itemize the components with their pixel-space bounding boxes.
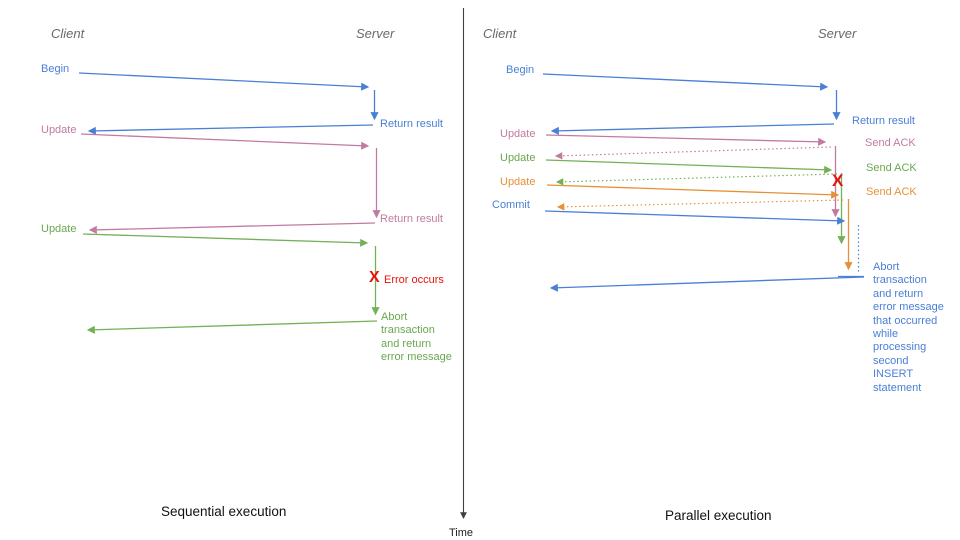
par-begin-label: Begin (506, 64, 535, 76)
seq-abort-return-arrow (86, 320, 378, 334)
seq-return-result-1-label: Return result (380, 118, 443, 130)
seq-error-occurs-label: Error occurs (384, 274, 444, 286)
par-update-1-label: Update (500, 128, 536, 140)
par-update-1-request-arrow (545, 134, 827, 146)
seq-return-result-2-label: Return result (380, 213, 443, 225)
par-return-result-label: Return result (852, 115, 915, 127)
par-client-header: Client (483, 26, 517, 41)
par-update-2-request-arrow (545, 159, 833, 174)
par-send-ack-2-label: Send ACK (866, 162, 917, 174)
seq-return-result-2-arrow (88, 222, 376, 234)
seq-begin-request-arrow (78, 72, 370, 91)
par-update-2-label: Update (500, 152, 536, 164)
par-begin-request-arrow (542, 73, 829, 91)
par-error-x-icon: X (832, 171, 844, 190)
par-send-ack-3-arrow (556, 199, 844, 211)
par-abort-return-arrow (549, 276, 865, 292)
seq-begin-label: Begin (41, 63, 70, 75)
par-commit-label: Commit (492, 199, 530, 211)
par-return-result-arrow (550, 123, 835, 135)
par-update-3-request-arrow (546, 184, 840, 199)
seq-update-2-request-arrow (82, 233, 369, 247)
seq-update-1-label: Update (41, 124, 77, 136)
par-send-ack-3-label: Send ACK (866, 186, 917, 198)
par-send-ack-2-arrow (555, 173, 838, 186)
sequential-execution-title: Sequential execution (161, 504, 287, 519)
par-server-header: Server (818, 26, 857, 41)
seq-abort-note: Abort transaction and return error messa… (381, 311, 452, 364)
seq-update-1-request-arrow (80, 133, 370, 150)
parallel-execution-title: Parallel execution (665, 508, 772, 523)
par-send-ack-1-label: Send ACK (865, 137, 916, 149)
time-axis-label: Time (449, 527, 474, 539)
seq-client-header: Client (51, 26, 85, 41)
par-commit-request-arrow (544, 210, 846, 225)
par-update-3-label: Update (500, 176, 536, 188)
seq-return-result-1-arrow (87, 124, 374, 135)
seq-update-2-label: Update (41, 223, 77, 235)
seq-error-x-icon: X (369, 269, 380, 286)
par-send-ack-1-arrow (554, 146, 832, 160)
seq-server-header: Server (356, 26, 395, 41)
par-abort-note: Abort transaction and return error messa… (873, 261, 944, 394)
